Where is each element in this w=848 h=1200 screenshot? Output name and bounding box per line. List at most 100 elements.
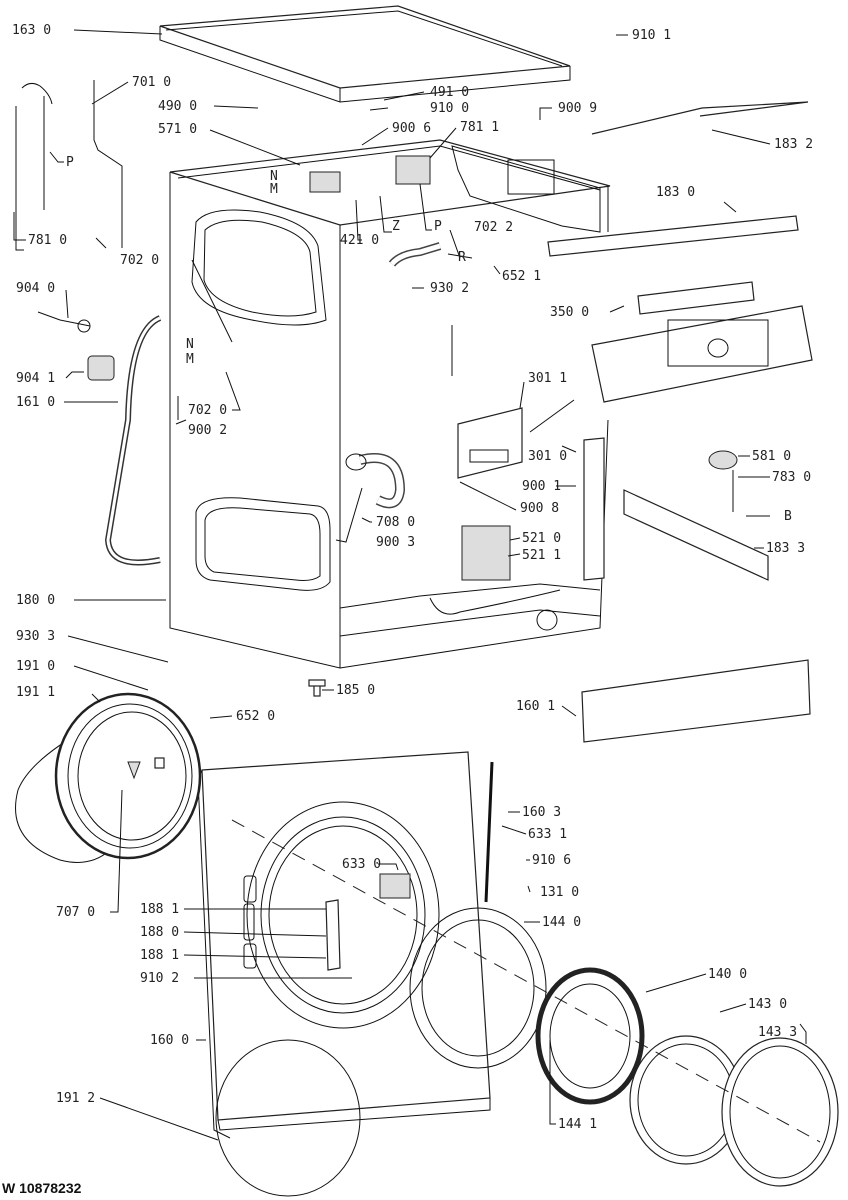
label-P-right: P (434, 219, 442, 234)
label-191-0: 191 0 (16, 659, 55, 674)
label-930-2: 930 2 (430, 281, 469, 296)
label-144-1: 144 1 (558, 1117, 597, 1132)
label-421-0: 421 0 (340, 233, 379, 248)
label-900-9: 900 9 (558, 101, 597, 116)
label-521-0: 521 0 (522, 531, 561, 546)
label-R: R (458, 250, 466, 265)
label-143-0: 143 0 (748, 997, 787, 1012)
label-131-0: 131 0 (540, 885, 579, 900)
label-900-3: 900 3 (376, 535, 415, 550)
front-crossbar (623, 489, 769, 581)
label-140-0: 140 0 (708, 967, 747, 982)
leader-lines (13, 29, 807, 1141)
label-160-3: 160 3 (522, 805, 561, 820)
label-910-0: 910 0 (430, 101, 469, 116)
label-191-2: 191 2 (56, 1091, 95, 1106)
label-161-0: 161 0 (16, 395, 55, 410)
wiring-bundle (484, 761, 494, 903)
label-904-0: 904 0 (16, 281, 55, 296)
door-lock (379, 873, 411, 899)
document-id: W 10878232 (2, 1180, 82, 1196)
label-160-1: 160 1 (516, 699, 555, 714)
door-hinge (325, 899, 341, 971)
label-781-1: 781 1 (460, 120, 499, 135)
electronic-module (461, 525, 511, 581)
label-910-6: 910 6 (532, 853, 571, 868)
label-144-0: 144 0 (542, 915, 581, 930)
label-491-0: 491 0 (430, 85, 469, 100)
program-board (637, 281, 755, 315)
label-707-0: 707 0 (56, 905, 95, 920)
label-930-3: 930 3 (16, 629, 55, 644)
inlet-hose-p (388, 242, 442, 267)
label-783-0: 783 0 (772, 470, 811, 485)
damper-frame (104, 315, 162, 566)
label-B: B (784, 509, 792, 524)
label-188-1-top: 188 1 (140, 902, 179, 917)
detergent-drawer (457, 407, 523, 479)
label-702-2: 702 2 (474, 220, 513, 235)
label-581-0: 581 0 (752, 449, 791, 464)
front-panel (197, 751, 491, 1139)
control-panel-frame (591, 305, 813, 403)
label-188-1-bottom: 188 1 (140, 948, 179, 963)
door-axis-line (231, 819, 821, 1143)
drain-hose (345, 453, 406, 509)
label-904-1: 904 1 (16, 371, 55, 386)
label-185-0: 185 0 (336, 683, 375, 698)
label-M-top: M (270, 182, 278, 197)
adjustable-foot (308, 679, 326, 697)
label-910-1: 910 1 (632, 28, 671, 43)
part-labels: 163 0 910 1 701 0 490 0 491 0 910 0 900 … (12, 23, 813, 1132)
door-hinge-ring (409, 907, 547, 1069)
label-702-0-top: 702 0 (120, 253, 159, 268)
top-lid (159, 5, 571, 103)
label-350-0: 350 0 (550, 305, 589, 320)
label-183-0: 183 0 (656, 185, 695, 200)
label-301-1: 301 1 (528, 371, 567, 386)
label-900-1: 900 1 (522, 479, 561, 494)
label-163-0: 163 0 (12, 23, 51, 38)
door-glass (629, 1035, 743, 1165)
label-160-0: 160 0 (150, 1033, 189, 1048)
label-701-0: 701 0 (132, 75, 171, 90)
label-N-mid: N (186, 337, 194, 352)
label-900-8: 900 8 (520, 501, 559, 516)
label-702-0-mid: 702 0 (188, 403, 227, 418)
label-652-0: 652 0 (236, 709, 275, 724)
cover-seal-191-2 (215, 1039, 361, 1197)
label-P-left: P (66, 155, 74, 170)
door-outer-frame (535, 967, 645, 1105)
label-633-1: 633 1 (528, 827, 567, 842)
label-900-6: 900 6 (392, 121, 431, 136)
inlet-valve (309, 155, 431, 193)
label-183-3: 183 3 (766, 541, 805, 556)
door-gasket (15, 692, 202, 863)
label-633-0: 633 0 (342, 857, 381, 872)
label-188-0: 188 0 (140, 925, 179, 940)
top-rod (591, 101, 809, 135)
door-inner-frame (721, 1037, 839, 1187)
pressure-switch (708, 450, 738, 512)
label-708-0: 708 0 (376, 515, 415, 530)
label-652-1: 652 1 (502, 269, 541, 284)
label-143-3: 143 3 (758, 1025, 797, 1040)
label-910-2: 910 2 (140, 971, 179, 986)
module-bracket (583, 437, 605, 581)
filter-components (37, 311, 115, 381)
label-191-1: 191 1 (16, 685, 55, 700)
label-Z: Z (392, 219, 400, 234)
label-M-mid: M (186, 352, 194, 367)
label-571-0: 571 0 (158, 122, 197, 137)
label-301-0: 301 0 (528, 449, 567, 464)
cabinet-frame (169, 139, 611, 669)
top-rear-crossbar (547, 215, 799, 257)
label-900-2: 900 2 (188, 423, 227, 438)
label-781-0: 781 0 (28, 233, 67, 248)
label-183-2: 183 2 (774, 137, 813, 152)
label-180-0: 180 0 (16, 593, 55, 608)
label-521-1: 521 1 (522, 548, 561, 563)
label-490-0: 490 0 (158, 99, 197, 114)
